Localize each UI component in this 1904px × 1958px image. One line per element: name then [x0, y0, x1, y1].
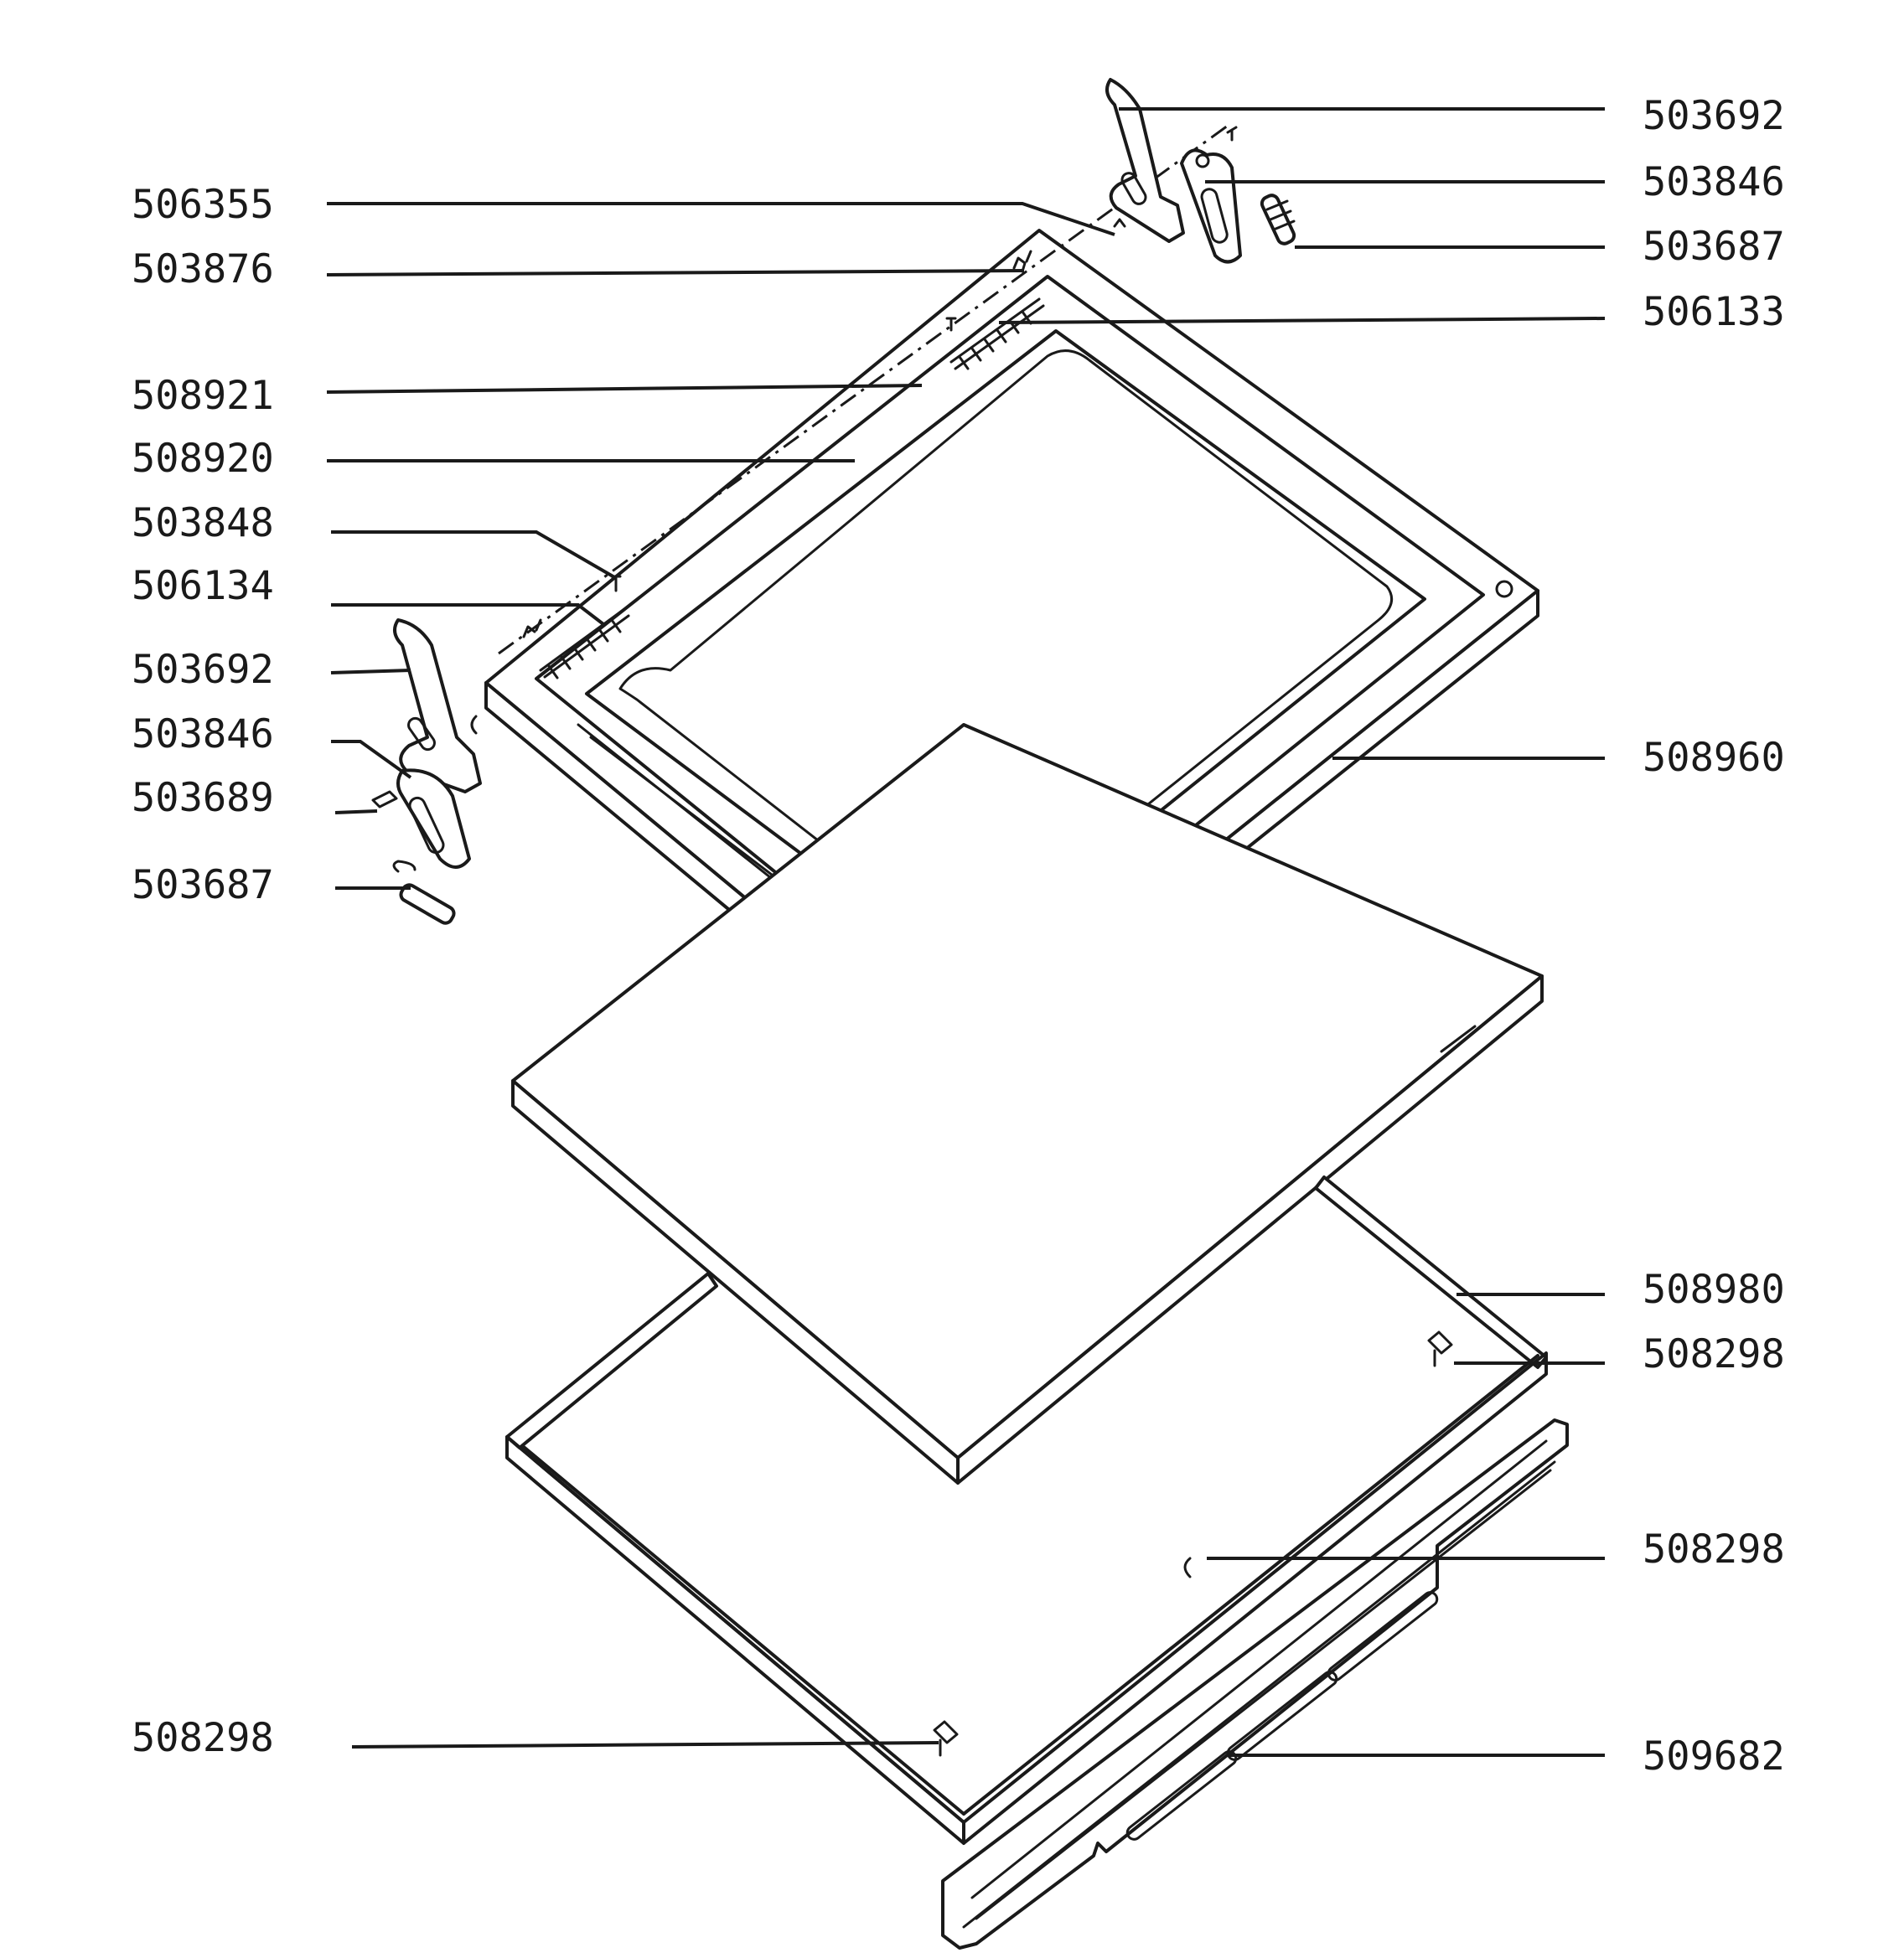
- bottom-rail: [941, 1418, 1569, 1950]
- part-label: 508921: [132, 373, 274, 419]
- inner-frame: [505, 1175, 1548, 1845]
- part-label: 503876: [132, 246, 274, 292]
- part-label: 509682: [1643, 1733, 1785, 1780]
- part-label: 508960: [1643, 735, 1785, 781]
- part-label: 503692: [1643, 93, 1785, 139]
- part-label: 508298: [1643, 1527, 1785, 1573]
- part-label: 503687: [1643, 224, 1785, 270]
- part-label: 506133: [1643, 289, 1785, 335]
- part-label: 508298: [132, 1715, 274, 1761]
- part-label: 508980: [1643, 1267, 1785, 1313]
- hinge-right: [1105, 78, 1296, 264]
- clip-left-small: [522, 618, 542, 638]
- part-label: 506355: [132, 182, 274, 228]
- clip-503876: [1012, 250, 1032, 273]
- spring-506133: [949, 297, 1045, 370]
- part-label: 508298: [1643, 1331, 1785, 1377]
- pin-screw: [945, 317, 957, 332]
- hinge-left: [371, 618, 482, 925]
- spring-506134: [539, 607, 630, 679]
- part-label: 503692: [132, 647, 274, 693]
- part-label: 508920: [132, 436, 274, 482]
- hinge-axis-line: [498, 124, 1229, 655]
- glass-panel: [511, 723, 1544, 1485]
- part-label: 503848: [132, 500, 274, 546]
- part-label: 503689: [132, 775, 274, 821]
- leader-lines: [326, 107, 1606, 1757]
- part-label: 503846: [1643, 159, 1785, 205]
- part-label: 506134: [132, 563, 274, 609]
- part-label: 503846: [132, 711, 274, 757]
- part-label: 503687: [132, 862, 274, 908]
